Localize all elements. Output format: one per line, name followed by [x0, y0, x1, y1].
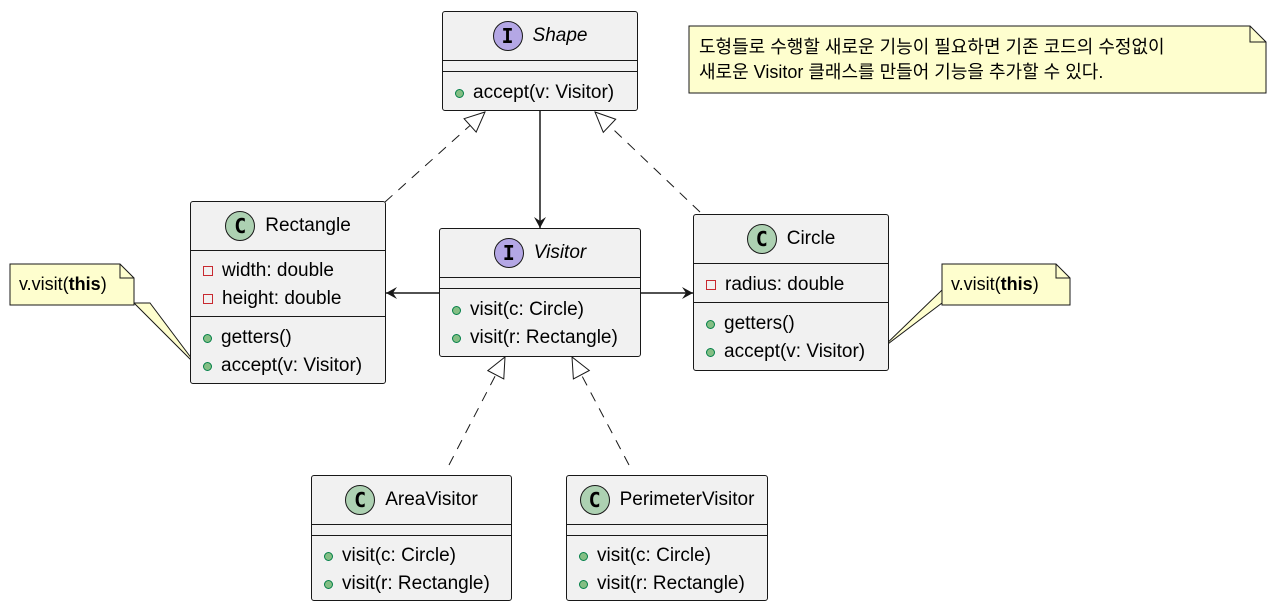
circle-class: C Circle radius: double getters() accept… [693, 214, 889, 371]
note-text-suffix: ) [1032, 274, 1039, 294]
method-row: visit(r: Rectangle) [579, 570, 745, 598]
class-name: Shape [532, 25, 588, 46]
class-badge-icon: C [579, 485, 610, 515]
public-icon [579, 579, 588, 589]
circle-note-connector [879, 288, 943, 351]
rectangle-note: v.visit(this) [10, 264, 134, 305]
method-row: visit(c: Circle) [579, 542, 711, 570]
description-note-shape [688, 25, 1267, 94]
edge-areavisitor-implements-visitor [448, 357, 505, 466]
class-name: AreaVisitor [385, 489, 478, 510]
rectangle-note-connector [132, 302, 199, 368]
class-badge-icon: C [345, 485, 376, 515]
method-row: getters() [706, 310, 795, 338]
private-icon [203, 294, 213, 304]
method-row: accept(v: Visitor) [203, 352, 362, 380]
private-icon [706, 280, 716, 290]
circle-note: v.visit(this) [942, 264, 1070, 305]
private-icon [203, 266, 213, 276]
edge-circle-implements-shape [595, 112, 701, 213]
public-icon [324, 579, 333, 589]
edge-perimetervisitor-implements-visitor [572, 357, 630, 466]
public-icon [452, 305, 461, 315]
method-row: visit(c: Circle) [324, 542, 456, 570]
field-row: width: double [203, 257, 334, 285]
method-row: accept(v: Visitor) [455, 79, 614, 107]
class-name: Visitor [533, 242, 587, 263]
note-text-prefix: v.visit( [19, 274, 69, 294]
class-badge-icon: C [225, 211, 256, 241]
rectangle-class: C Rectangle width: double height: double… [190, 201, 386, 384]
note-text-keyword: this [1000, 274, 1033, 294]
areavisitor-class: C AreaVisitor visit(c: Circle) visit(r: … [311, 475, 512, 601]
note-text-keyword: this [68, 274, 101, 294]
rectangle-note-shape [9, 263, 135, 306]
field-row: height: double [203, 285, 341, 313]
public-icon [455, 88, 464, 98]
public-icon [324, 551, 333, 561]
class-name: PerimeterVisitor [619, 489, 755, 510]
public-icon [452, 333, 461, 343]
class-name: Rectangle [265, 215, 351, 236]
visitor-interface: I Visitor visit(c: Circle) visit(r: Rect… [439, 228, 641, 357]
public-icon [203, 333, 212, 343]
note-text-prefix: v.visit( [951, 274, 1001, 294]
method-row: getters() [203, 324, 292, 352]
shape-interface: I Shape accept(v: Visitor) [442, 11, 638, 111]
public-icon [706, 319, 715, 329]
circle-note-shape [941, 263, 1071, 306]
interface-badge-icon: I [492, 21, 523, 51]
method-row: visit(r: Rectangle) [324, 570, 490, 598]
field-row: radius: double [706, 271, 844, 299]
public-icon [203, 361, 212, 371]
edge-rectangle-implements-shape [384, 112, 485, 203]
note-text-suffix: ) [100, 274, 107, 294]
description-note-line1: 도형들로 수행할 새로운 기능이 필요하면 기존 코드의 수정없이 [699, 37, 1165, 57]
method-row: accept(v: Visitor) [706, 338, 865, 366]
method-row: visit(c: Circle) [452, 296, 584, 324]
description-note: 도형들로 수행할 새로운 기능이 필요하면 기존 코드의 수정없이 새로운 Vi… [689, 26, 1266, 93]
public-icon [706, 347, 715, 357]
perimetervisitor-class: C PerimeterVisitor visit(c: Circle) visi… [566, 475, 768, 601]
class-name: Circle [786, 228, 836, 249]
interface-badge-icon: I [493, 238, 524, 268]
public-icon [579, 551, 588, 561]
description-note-line2: 새로운 Visitor 클래스를 만들어 기능을 추가할 수 있다. [699, 62, 1104, 82]
class-badge-icon: C [746, 224, 777, 254]
method-row: visit(r: Rectangle) [452, 324, 618, 352]
